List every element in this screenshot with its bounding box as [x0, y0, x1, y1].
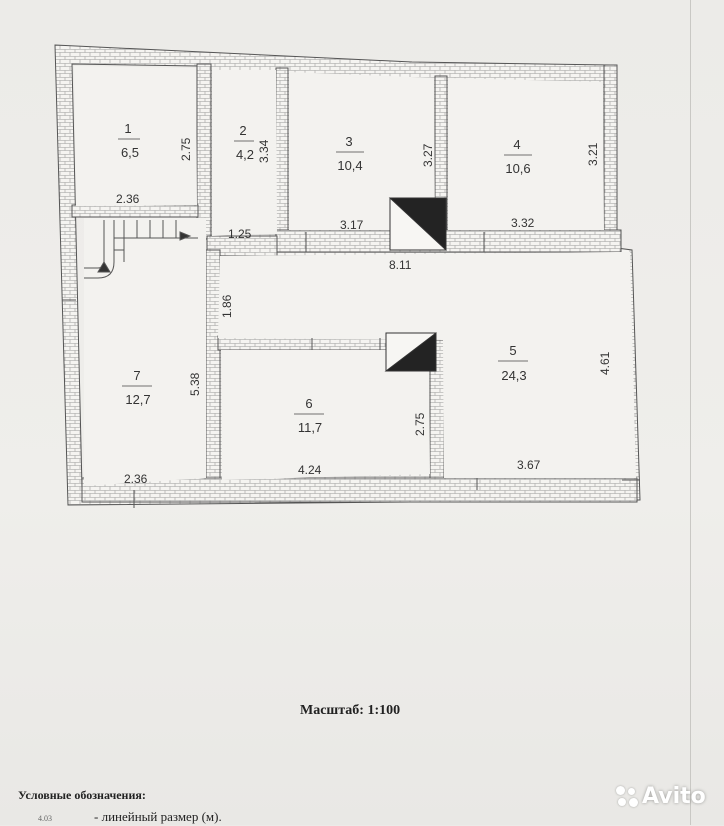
floor-plan: 1 6,5 2 4,2 3 10,4 4 10,6 5 24,3 6 11,7 …	[54, 44, 641, 508]
room-interiors	[74, 66, 636, 486]
room-2-number: 2	[239, 123, 246, 138]
room-6-area: 11,7	[298, 420, 322, 435]
legend-sample: 4.03	[38, 814, 52, 823]
dim-hall-186: 1.86	[220, 294, 234, 318]
room-3-area: 10,4	[337, 158, 362, 173]
dim-room5-height: 4.61	[598, 351, 612, 375]
legend-title: Условные обозначения:	[18, 788, 146, 802]
chimney-blocks	[384, 197, 447, 372]
scale-value: 1:100	[367, 703, 401, 718]
dim-room2-height: 3.34	[257, 139, 271, 163]
room-1-area: 6,5	[121, 145, 139, 160]
dim-hall-125: 1.25	[228, 227, 252, 241]
room-3-number: 3	[345, 134, 352, 149]
scale-label: Масштаб:	[300, 703, 364, 718]
sheet-edge	[690, 0, 691, 825]
dim-room7-width: 2.36	[124, 472, 148, 486]
room-6-number: 6	[305, 396, 312, 411]
dim-room1-height: 2.75	[179, 137, 193, 161]
dim-room6-height: 2.75	[413, 412, 427, 436]
avito-watermark: Avito	[616, 784, 706, 809]
avito-text: Avito	[642, 784, 706, 809]
dim-room6-width: 4.24	[298, 463, 322, 477]
room-4-number: 4	[513, 137, 520, 152]
dim-hall-811: 8.11	[389, 258, 412, 272]
dim-room5-width: 3.67	[517, 458, 541, 472]
staircase	[84, 220, 198, 279]
dim-room7-height: 5.38	[188, 372, 202, 396]
room-5-area: 24,3	[501, 368, 526, 383]
room-1-number: 1	[124, 121, 131, 136]
dim-room3-width: 3.17	[340, 218, 364, 232]
dim-room4-width: 3.32	[511, 216, 535, 230]
avito-dots-icon	[616, 785, 638, 808]
door-openings	[62, 232, 640, 508]
room-labels: 1 6,5 2 4,2 3 10,4 4 10,6 5 24,3 6 11,7 …	[118, 121, 532, 435]
scale-caption: Масштаб: 1:100	[300, 703, 400, 719]
dim-room4-height: 3.21	[586, 142, 600, 166]
room-7-area: 12,7	[125, 392, 150, 407]
room-4-area: 10,6	[505, 161, 530, 176]
room-2-area: 4,2	[236, 147, 254, 162]
legend-row: 4.03 - линейный размер (м).	[38, 808, 222, 826]
room-5-number: 5	[509, 343, 516, 358]
legend-text: - линейный размер (м).	[94, 809, 222, 824]
dim-room1-width: 2.36	[116, 192, 140, 206]
dimension-labels: 2.36 2.75 3.34 3.27 3.21 1.25 3.17 3.32 …	[116, 137, 612, 486]
dim-room3-height: 3.27	[421, 143, 435, 167]
room-7-number: 7	[133, 368, 140, 383]
